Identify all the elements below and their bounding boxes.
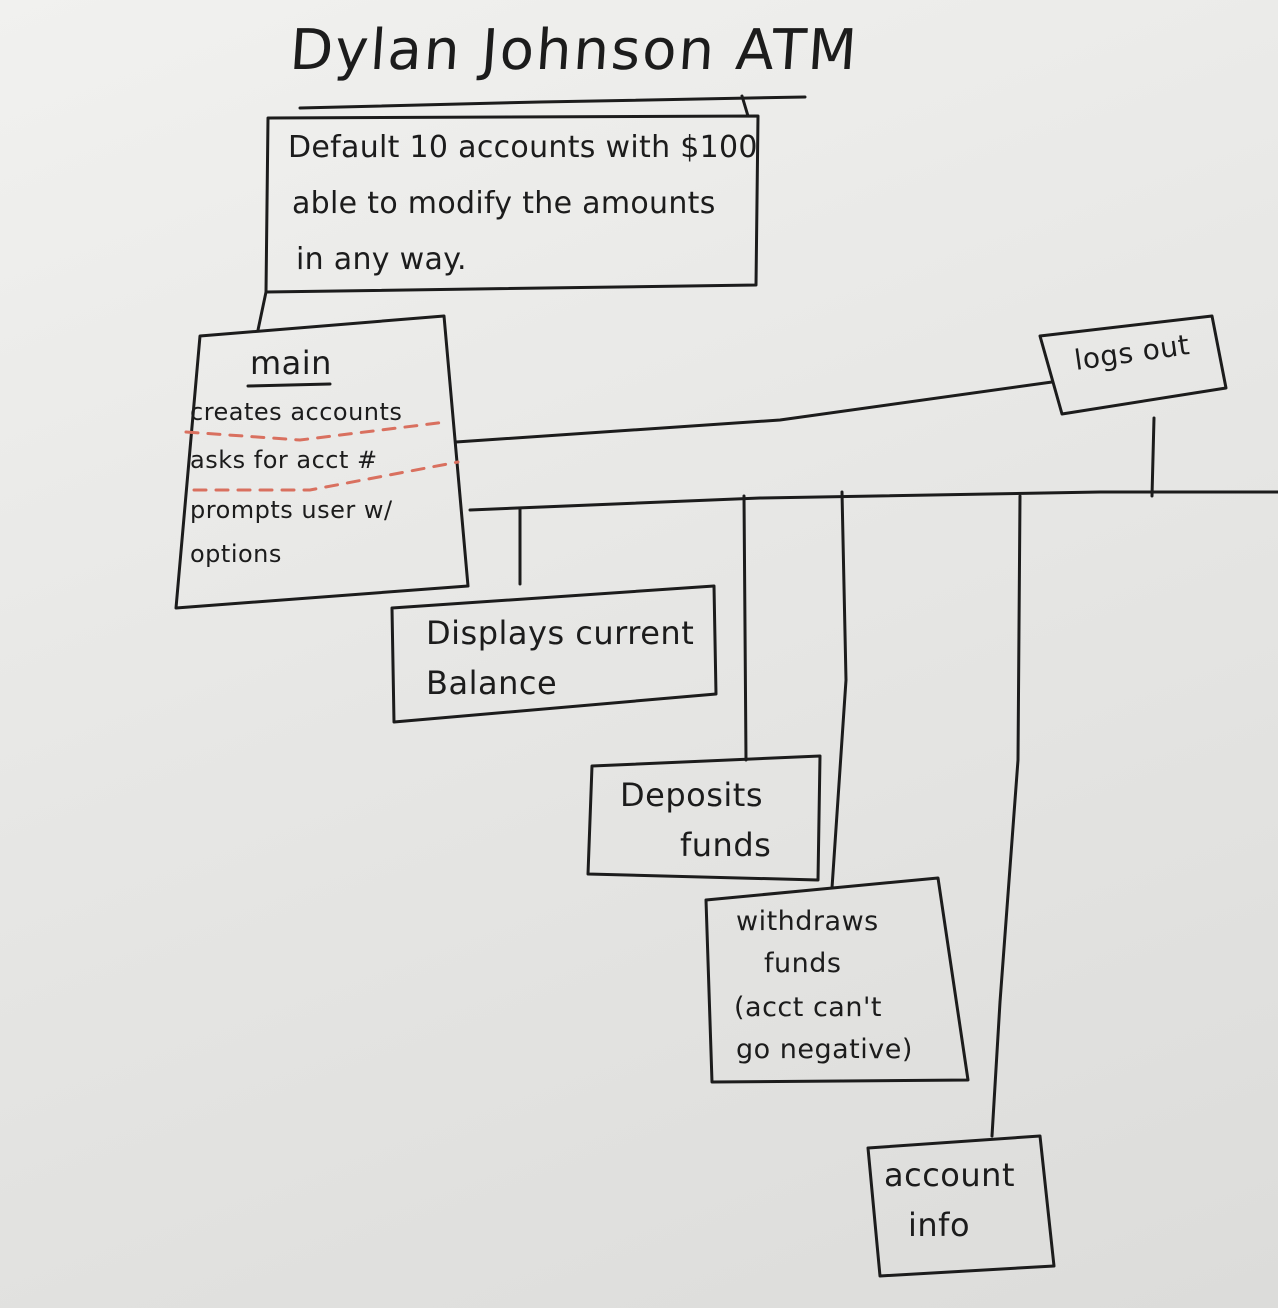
main-line-1: creates accounts — [190, 398, 403, 426]
balance-box — [390, 584, 718, 724]
main-line-2: asks for acct # — [190, 446, 378, 474]
red-dash-1 — [184, 420, 448, 442]
note-line-2: able to modify the amounts — [292, 186, 716, 221]
main-title: main — [250, 344, 332, 382]
deposit-line-1: Deposits — [620, 776, 763, 814]
withdraw-line-1: withdraws — [736, 906, 879, 937]
note-box — [264, 114, 760, 294]
balance-line-2: Balance — [426, 664, 558, 702]
account-info-connector — [990, 494, 1022, 1138]
main-bus — [468, 490, 1278, 512]
deposit-connector — [742, 494, 748, 762]
main-logout-connector — [454, 380, 1054, 444]
note-main-connector — [256, 290, 268, 332]
withdraw-line-4: go negative) — [736, 1034, 913, 1065]
withdraw-line-2: funds — [764, 948, 842, 979]
main-line-3: prompts user w/ — [190, 496, 393, 524]
account-info-line-2: info — [908, 1206, 971, 1244]
account-info-line-1: account — [884, 1156, 1015, 1194]
account-info-box — [866, 1134, 1056, 1278]
note-line-3: in any way. — [296, 242, 467, 277]
withdraw-connector — [830, 490, 848, 890]
main-line-4: options — [190, 540, 282, 568]
withdraw-line-3: (acct can't — [734, 992, 882, 1023]
logout-box — [1038, 314, 1228, 416]
deposit-line-2: funds — [680, 826, 772, 864]
withdraw-box — [704, 876, 970, 1084]
balance-line-1: Displays current — [426, 614, 695, 652]
note-line-1: Default 10 accounts with $100 — [288, 130, 758, 165]
deposit-box — [586, 754, 822, 882]
red-dash-2 — [192, 460, 460, 492]
main-box — [174, 314, 470, 610]
title-underline — [298, 95, 807, 110]
diagram-title: Dylan Johnson ATM — [287, 18, 861, 83]
